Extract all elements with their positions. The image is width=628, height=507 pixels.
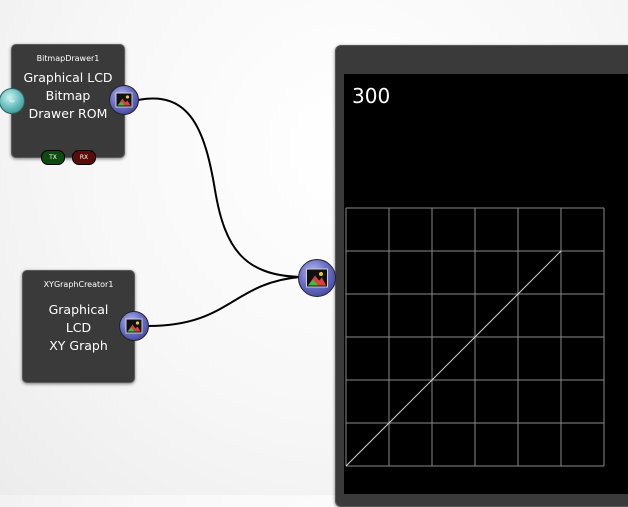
node-title: XYGraphCreator1 <box>43 280 114 289</box>
node-title: BitmapDrawer1 <box>36 54 100 63</box>
image-icon <box>115 92 133 108</box>
lcd-display-node[interactable]: 300 <box>335 45 628 507</box>
lcd-screen: 300 <box>344 74 628 494</box>
node-label: Graphical LCD Bitmap Drawer ROM <box>23 70 113 121</box>
wire-bitmap-to-display <box>137 97 301 278</box>
series-line <box>345 250 562 467</box>
rx-badge[interactable]: RX <box>72 150 96 165</box>
bitmap-input-pin[interactable]: ▭ <box>0 88 25 114</box>
bitmap-output-pin[interactable] <box>109 85 139 115</box>
image-icon <box>125 318 143 334</box>
bitmap-drawer-node[interactable]: BitmapDrawer1 Graphical LCD Bitmap Drawe… <box>11 44 125 165</box>
xygraph-output-pin[interactable] <box>119 311 149 341</box>
rom-icon: ▭ <box>9 97 15 105</box>
display-value: 300 <box>352 84 391 108</box>
tx-badge[interactable]: TX <box>41 150 65 165</box>
image-icon <box>306 268 328 288</box>
node-label: Graphical LCD XY Graph <box>48 302 109 353</box>
xy-plot <box>345 207 605 467</box>
xy-graph-node[interactable]: XYGraphCreator1 Graphical LCD XY Graph <box>22 270 135 383</box>
display-input-pin[interactable] <box>298 259 336 297</box>
wire-xygraph-to-display <box>147 276 301 327</box>
wires <box>137 97 301 327</box>
